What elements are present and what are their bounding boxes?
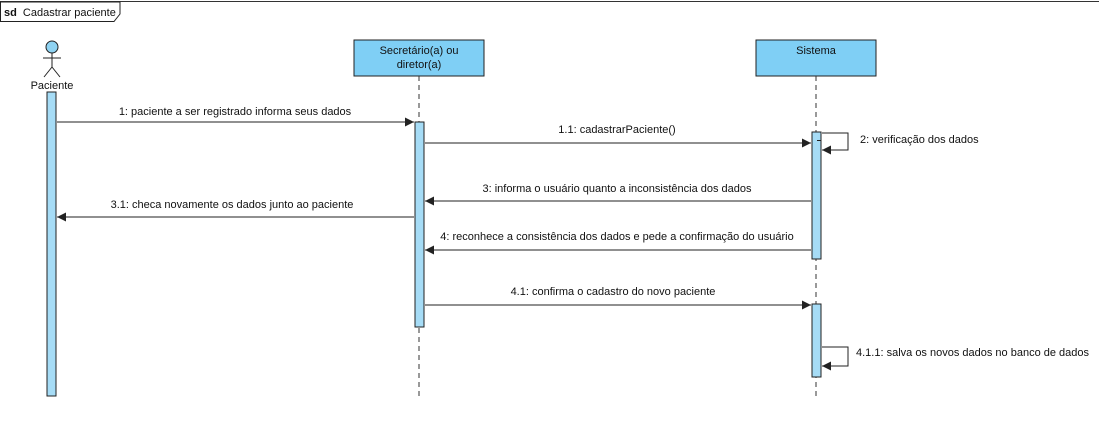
- actor-paciente[interactable]: Paciente: [31, 40, 74, 92]
- message-m3-1[interactable]: 3.1: checa novamente os dados junto ao p…: [57, 199, 414, 222]
- actor-label: Paciente: [31, 80, 74, 92]
- message-label: 1.1: cadastrarPaciente(): [558, 124, 675, 136]
- message-label: 3.1: checa novamente os dados junto ao p…: [111, 199, 354, 211]
- frame-keyword: sd: [4, 7, 17, 19]
- frame-tab: sd Cadastrar paciente: [0, 1, 121, 22]
- message-label: 1: paciente a ser registrado informa seu…: [119, 106, 352, 118]
- svg-text:sd Cadastrar paciente: sd Cadastrar paciente: [4, 7, 116, 19]
- frame-name: Cadastrar paciente: [23, 7, 116, 19]
- activation-sistema-1: [811, 131, 822, 260]
- actor-head-icon: [45, 40, 59, 54]
- message-m4-1-1-self[interactable]: 4.1.1: salva os novos dados no banco de …: [822, 346, 1090, 371]
- activation-sistema-2: [811, 303, 822, 378]
- activation-secretario: [414, 121, 425, 328]
- activation-sistema-nested-1: [817, 140, 821, 141]
- sistema-label: Sistema: [796, 45, 837, 57]
- message-m4[interactable]: 4: reconhece a consistência dos dados e …: [425, 231, 811, 255]
- secretario-label-line2: diretor(a): [397, 59, 442, 71]
- lifeline-head-sistema[interactable]: Sistema: [755, 39, 877, 77]
- message-m3[interactable]: 3: informa o usuário quanto a inconsistê…: [425, 183, 811, 206]
- message-m4-1[interactable]: 4.1: confirma o cadastro do novo pacient…: [425, 286, 811, 310]
- activation-paciente: [46, 91, 57, 397]
- message-label: 4: reconhece a consistência dos dados e …: [440, 231, 793, 243]
- message-m1[interactable]: 1: paciente a ser registrado informa seu…: [57, 106, 414, 127]
- message-label: 4.1: confirma o cadastro do novo pacient…: [511, 286, 716, 298]
- message-label: 4.1.1: salva os novos dados no banco de …: [856, 347, 1090, 359]
- message-m1-1[interactable]: 1.1: cadastrarPaciente(): [425, 124, 811, 148]
- message-label: 2: verificação dos dados: [860, 134, 979, 146]
- message-m2-self[interactable]: 2: verificação dos dados: [822, 132, 979, 155]
- lifeline-head-secretario[interactable]: Secretário(a) ou diretor(a): [353, 39, 485, 77]
- secretario-label-line1: Secretário(a) ou: [380, 45, 459, 57]
- message-label: 3: informa o usuário quanto a inconsistê…: [482, 183, 752, 195]
